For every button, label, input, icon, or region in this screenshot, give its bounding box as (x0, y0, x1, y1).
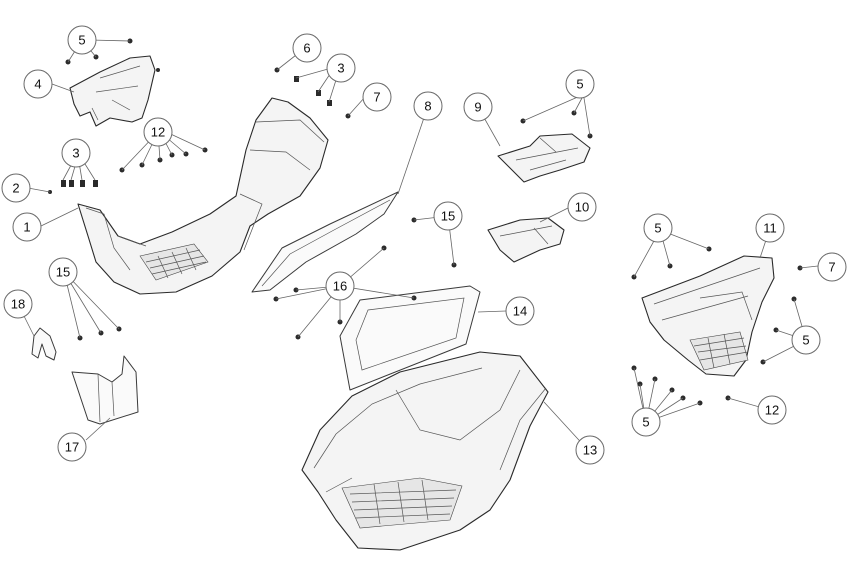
callout-15-center: 15 (433, 201, 463, 231)
callout-number: 6 (303, 41, 310, 56)
callout-16: 16 (325, 271, 355, 301)
callout-number: 8 (424, 99, 431, 114)
callout-5-top-right: 5 (565, 69, 595, 99)
callout-number: 3 (337, 61, 344, 76)
part-8-long-panel (251, 191, 399, 293)
callout-number: 13 (583, 443, 597, 458)
callout-number: 4 (34, 77, 41, 92)
callout-number: 2 (12, 181, 19, 196)
callout-number: 16 (333, 279, 347, 294)
callout-18: 18 (3, 289, 33, 319)
part-13-main-footwell (301, 351, 549, 551)
callout-5-top-left: 5 (67, 25, 97, 55)
callout-number: 11 (763, 221, 777, 236)
callout-number: 7 (828, 260, 835, 275)
part-10-cover (487, 217, 565, 263)
callout-7-right: 7 (817, 252, 847, 282)
callout-13: 13 (575, 435, 605, 465)
callout-2: 2 (1, 173, 31, 203)
callout-number: 12 (765, 403, 779, 418)
callout-number: 12 (151, 125, 165, 140)
callout-number: 5 (642, 415, 649, 430)
callout-9: 9 (463, 92, 493, 122)
part-14-flat-panel (339, 285, 481, 391)
part-4-upper-shield (69, 55, 156, 127)
callout-5-right-top: 5 (643, 213, 673, 243)
part-17-box (71, 355, 139, 425)
callout-12-right: 12 (757, 395, 787, 425)
callout-3-left: 3 (61, 138, 91, 168)
callout-11: 11 (755, 213, 785, 243)
part-18-clip (31, 327, 57, 361)
callout-number: 15 (441, 209, 455, 224)
callout-5-right-bottom: 5 (631, 407, 661, 437)
callout-17: 17 (57, 432, 87, 462)
callout-number: 9 (474, 100, 481, 115)
part-1-left-footwell (77, 97, 329, 295)
callout-7-top: 7 (362, 82, 392, 112)
callout-5-right-mid: 5 (791, 325, 821, 355)
callout-12-left: 12 (143, 117, 173, 147)
callout-number: 5 (78, 33, 85, 48)
callout-number: 1 (23, 220, 30, 235)
callout-14: 14 (505, 296, 535, 326)
callout-number: 15 (56, 265, 70, 280)
callout-1: 1 (12, 212, 42, 242)
callout-number: 10 (575, 200, 589, 215)
callout-4: 4 (23, 69, 53, 99)
callout-number: 7 (373, 90, 380, 105)
part-11-right-footwell (641, 255, 775, 377)
callout-number: 14 (513, 304, 527, 319)
callout-15-left: 15 (48, 257, 78, 287)
callout-8: 8 (413, 91, 443, 121)
callout-number: 3 (72, 146, 79, 161)
part-9-bracket (497, 133, 591, 183)
callout-number: 5 (654, 221, 661, 236)
callout-6: 6 (292, 33, 322, 63)
callout-3-top: 3 (326, 53, 356, 83)
callout-10: 10 (567, 192, 597, 222)
callout-number: 5 (802, 333, 809, 348)
callout-number: 5 (576, 77, 583, 92)
callout-number: 18 (11, 297, 25, 312)
callout-number: 17 (65, 440, 79, 455)
